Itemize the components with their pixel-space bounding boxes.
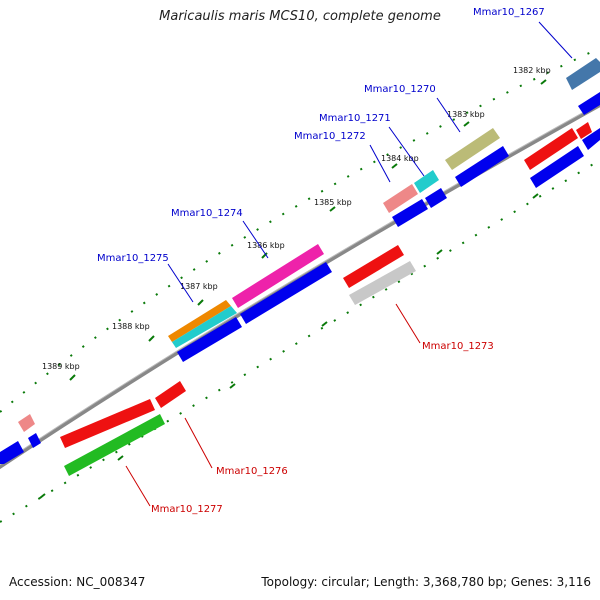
gene-olive[interactable] [445,128,500,170]
gene-cyan[interactable] [172,306,237,348]
kbp-label: 1384 kbp [381,154,419,163]
cds-blue[interactable] [578,92,600,115]
callout-line [395,303,421,344]
callout-line [167,263,194,303]
kbp-label: 1382 kbp [513,66,551,75]
cds-blue[interactable] [177,317,242,362]
gene-label[interactable]: Mmar10_1270 [364,84,436,95]
gene-label[interactable]: Mmar10_1272 [294,131,366,142]
gene-label[interactable]: Mmar10_1277 [151,504,223,515]
major-tick [436,249,443,255]
callout-line [388,126,425,177]
major-tick [229,383,236,389]
forward-cds [0,92,600,464]
gene-green[interactable] [64,414,165,476]
major-tick [532,193,539,199]
callout-lines [125,21,573,507]
gene-label[interactable]: Mmar10_1275 [97,253,169,264]
gene-label[interactable]: Mmar10_1276 [216,466,288,477]
kbp-label: 1387 kbp [180,282,218,291]
gene-label[interactable]: Mmar10_1267 [473,7,545,18]
forward-tick-track [0,47,600,413]
gene-red[interactable] [576,122,592,139]
reverse-genes [60,245,416,476]
kbp-label: 1383 kbp [447,110,485,119]
major-tick [321,321,328,327]
major-tick [391,163,398,169]
reverse-tick-track [0,159,600,523]
major-tick [463,121,470,127]
callout-line [125,465,151,507]
cds-blue[interactable] [0,441,24,464]
gene-red[interactable] [60,399,155,448]
major-tick [197,299,204,306]
major-tick [148,335,155,342]
major-tick [39,493,46,499]
gene-steel[interactable] [566,58,600,90]
cds-blue[interactable] [28,433,41,448]
major-tick [329,206,336,212]
gene-magenta[interactable] [232,244,324,308]
cds-blue[interactable] [240,262,332,324]
major-tick [117,455,124,461]
major-ticks [39,79,547,499]
gene-red[interactable] [155,381,186,408]
callout-line [242,220,269,259]
major-tick [261,252,268,259]
gene-gray[interactable] [349,261,416,305]
accession-text: Accession: NC_008347 [9,575,146,589]
major-tick [69,374,76,381]
kbp-label: 1388 kbp [112,322,150,331]
forward-genes [18,58,600,432]
kbp-label: 1389 kbp [42,362,80,371]
genome-summary-text: Topology: circular; Length: 3,368,780 bp… [261,575,591,589]
gene-label[interactable]: Mmar10_1273 [422,341,494,352]
kbp-label: 1385 kbp [314,198,352,207]
cds-blue[interactable] [392,199,428,227]
callout-line [184,417,213,469]
gene-pink[interactable] [383,184,418,213]
gene-label[interactable]: Mmar10_1274 [171,208,243,219]
gene-red[interactable] [343,245,404,288]
gene-orange[interactable] [168,300,231,342]
kbp-label: 1386 kbp [247,241,285,250]
cds-blue[interactable] [530,146,584,188]
gene-pink[interactable] [18,414,35,432]
map-title: Maricaulis maris MCS10, complete genome [159,9,441,24]
callout-line [369,144,391,183]
gene-cyan[interactable] [414,170,439,193]
gene-label[interactable]: Mmar10_1271 [319,113,391,124]
cds-blue[interactable] [425,188,447,208]
callout-line [538,21,573,59]
cds-blue[interactable] [582,128,600,150]
gene-red[interactable] [524,128,578,170]
major-tick [540,79,547,85]
cds-blue[interactable] [455,146,509,187]
callout-line [436,97,461,133]
